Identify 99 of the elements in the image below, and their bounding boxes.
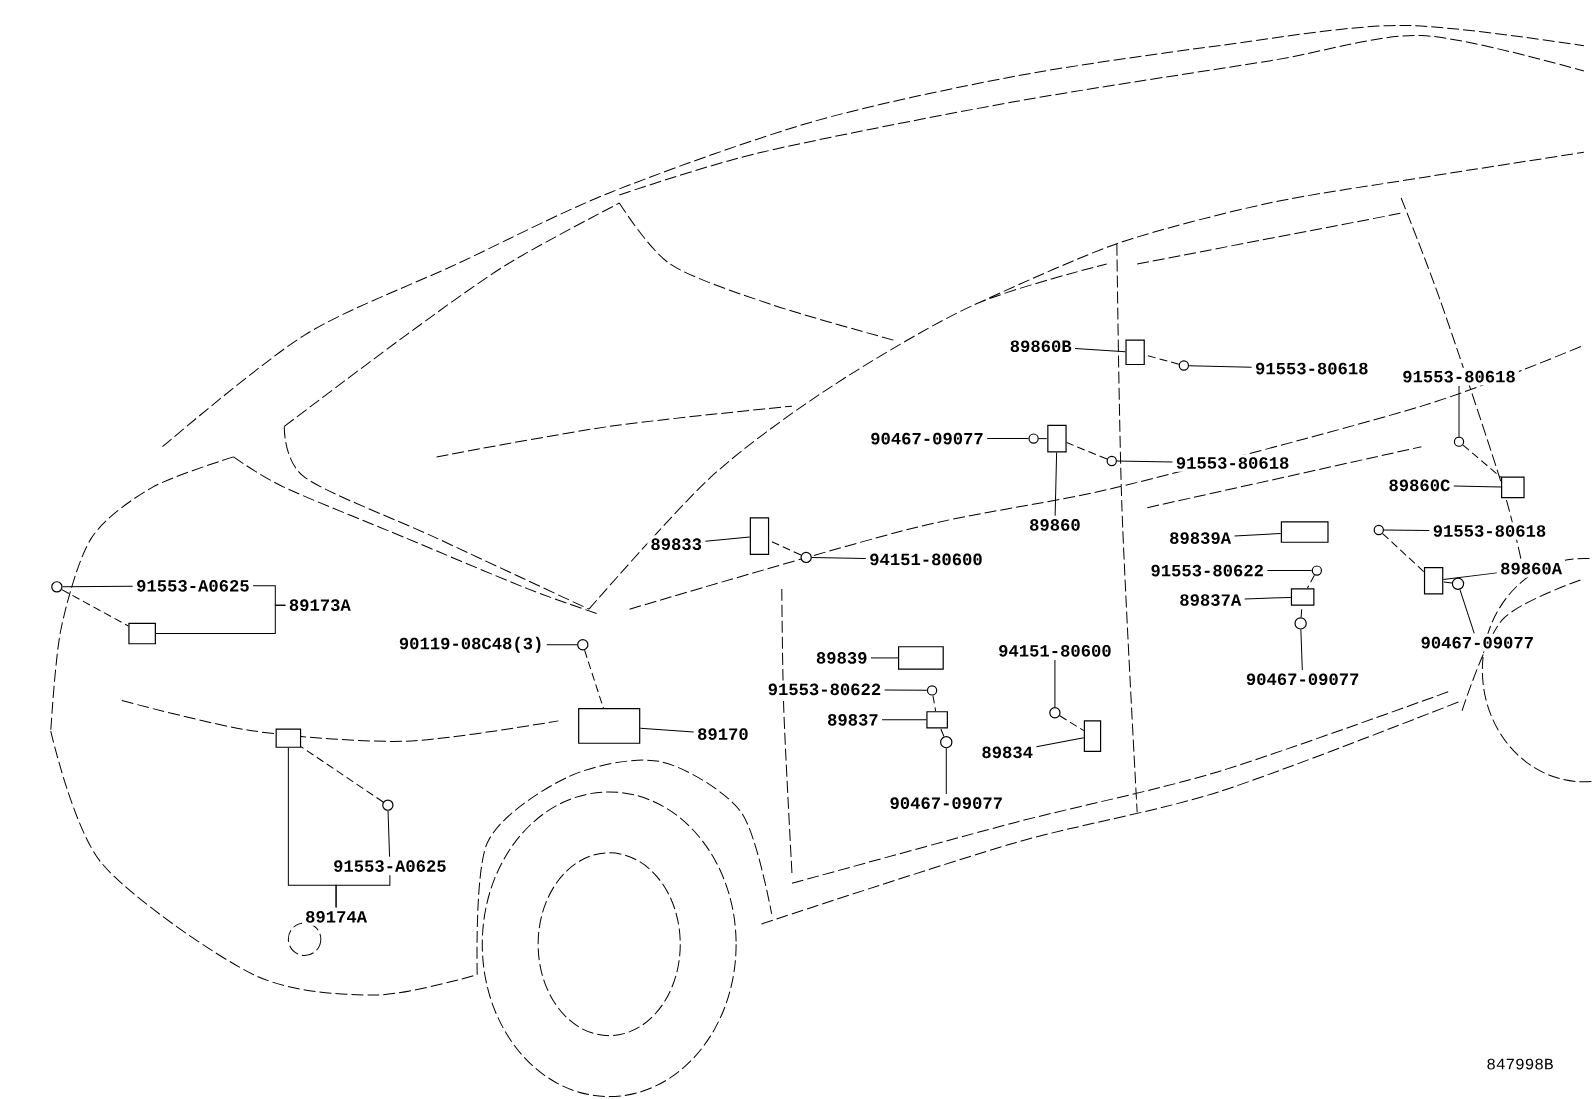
part-number: 91553-80622 — [764, 680, 885, 699]
sensor-drawing — [926, 711, 948, 729]
leader-line — [1459, 589, 1475, 635]
leader-line — [387, 810, 391, 858]
leader-line — [1116, 460, 1173, 463]
installation-line — [1442, 581, 1453, 584]
screw-drawing — [1106, 455, 1117, 467]
installation-line — [1038, 438, 1048, 440]
installation-line — [1066, 442, 1108, 460]
part-number: 89837A — [1176, 591, 1245, 610]
installation-line — [1462, 444, 1502, 479]
part-number: 89834 — [978, 743, 1036, 762]
clip-drawing — [940, 736, 953, 749]
leader-line — [1054, 452, 1058, 517]
part-number: 90119-08C48(3) — [395, 633, 547, 656]
part-number: 91553-80618 — [1252, 359, 1372, 378]
sensor-drawing — [1083, 720, 1102, 753]
part-number: 90467-09077 — [867, 430, 987, 448]
screw-drawing — [926, 685, 938, 696]
clip-drawing — [1028, 433, 1039, 445]
part-number: 89839 — [812, 649, 871, 667]
part-number: 89833 — [647, 535, 705, 554]
leader-line — [252, 585, 286, 606]
sensor-drawing — [275, 728, 302, 749]
leader-line — [1453, 485, 1502, 488]
leader-line — [1188, 365, 1253, 368]
nut-drawing — [1049, 707, 1061, 719]
part-number: 89839A — [1166, 529, 1235, 548]
part-number: 89837 — [824, 711, 882, 729]
leader-line — [546, 644, 578, 646]
part-number: 91553-80618 — [1172, 454, 1293, 473]
installation-line — [1144, 354, 1180, 365]
bolt-drawing — [577, 639, 589, 651]
sensor-drawing — [1501, 476, 1525, 499]
leader-line — [1383, 529, 1430, 532]
leader-line — [811, 557, 867, 560]
clip-drawing — [1294, 617, 1307, 630]
part-number: 89860A — [1497, 559, 1566, 578]
leader-line — [1035, 737, 1085, 748]
leader-line — [870, 657, 899, 659]
screw-drawing — [51, 581, 63, 593]
part-number: 91553-A0625 — [330, 857, 450, 876]
part-number: 94151-80600 — [866, 550, 986, 569]
installation-line — [584, 649, 604, 709]
diagram-number: 847998B — [1487, 1058, 1553, 1070]
clip-drawing — [1451, 577, 1465, 591]
part-number: 91553-A0625 — [133, 577, 253, 595]
leader-line — [945, 748, 947, 795]
leader-line — [1234, 533, 1282, 537]
screw-drawing — [382, 799, 394, 812]
leader-line — [1244, 597, 1292, 600]
installation-line — [61, 589, 129, 627]
leader-line — [704, 536, 751, 543]
installation-line — [300, 746, 384, 803]
screw-drawing — [1453, 436, 1465, 448]
part-number: 90467-09077 — [1242, 670, 1363, 689]
installation-line — [768, 540, 802, 556]
leader-line — [1266, 570, 1313, 572]
part-number: 89860C — [1385, 476, 1454, 495]
part-number: 94151-80600 — [995, 642, 1115, 660]
screw-drawing — [1311, 565, 1323, 577]
leader-line — [1054, 659, 1056, 708]
installation-line — [1059, 715, 1085, 732]
part-number: 89173A — [285, 596, 354, 615]
installation-line — [932, 695, 937, 712]
sensor-drawing — [1423, 567, 1444, 595]
leader-line — [639, 727, 695, 733]
leader-line — [1458, 385, 1460, 438]
module-drawing — [898, 646, 944, 670]
leader-line — [884, 689, 928, 692]
part-number: 91553-80618 — [1399, 368, 1519, 386]
part-number: 90467-09077 — [886, 794, 1007, 813]
installation-line — [1306, 574, 1315, 590]
part-number: 90467-09077 — [1417, 634, 1538, 652]
leader-line — [335, 875, 391, 909]
leader-line — [1300, 629, 1303, 671]
sensor-drawing — [1290, 588, 1315, 606]
screw-drawing — [1373, 525, 1384, 536]
part-number: 89860 — [1026, 516, 1084, 534]
sensor-drawing — [1047, 425, 1067, 453]
part-number: 91553-80618 — [1429, 522, 1550, 541]
sensor-drawing — [1125, 339, 1145, 366]
control-unit-drawing — [578, 708, 641, 745]
part-number: 89860B — [1006, 337, 1075, 356]
screw-drawing — [1178, 360, 1190, 371]
leader-line — [881, 719, 927, 721]
part-number: 89174A — [302, 908, 371, 926]
leader-line — [1442, 572, 1498, 581]
leader-line — [1074, 348, 1126, 353]
leader-line — [62, 586, 134, 588]
nut-drawing — [800, 551, 812, 564]
part-number: 91553-80622 — [1147, 562, 1267, 580]
sensor-drawing — [749, 517, 770, 556]
installation-line — [1382, 533, 1425, 573]
sensor-drawing — [128, 623, 156, 645]
module-drawing — [1280, 521, 1329, 544]
leader-line — [986, 438, 1029, 440]
part-number: 89170 — [694, 725, 752, 744]
installation-line — [940, 728, 945, 738]
